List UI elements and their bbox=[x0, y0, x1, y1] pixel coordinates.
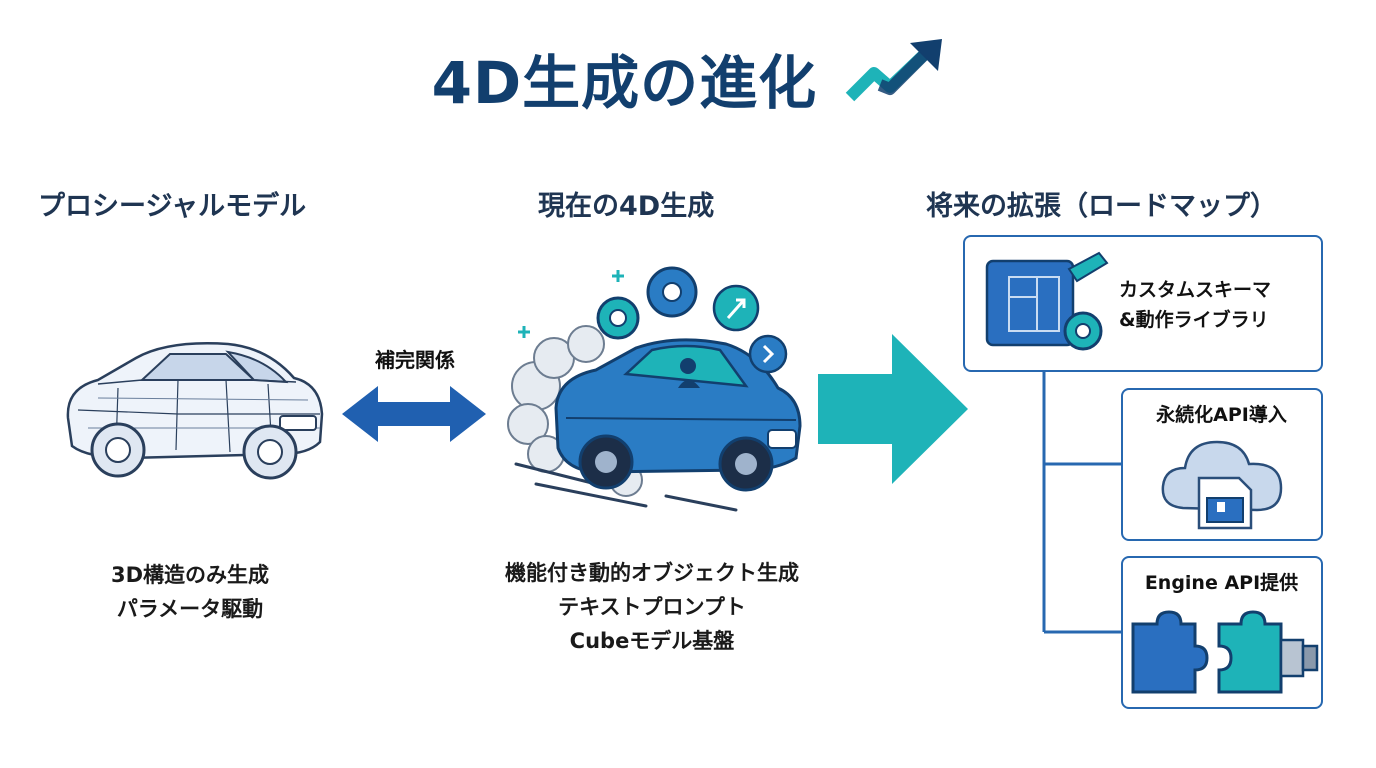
heading-procedural: プロシージャルモデル bbox=[38, 191, 307, 222]
title-text: 4D生成の進化 bbox=[431, 49, 818, 117]
page-title: 4D生成の進化 bbox=[0, 36, 1376, 120]
roadmap-item-1-line-2: &動作ライブラリ bbox=[1119, 309, 1269, 331]
double-arrow-icon bbox=[342, 386, 486, 442]
roadmap-item-2-label: 永続化API導入 bbox=[1156, 404, 1287, 426]
roadmap-item-1-label: カスタムスキーマ &動作ライブラリ bbox=[1119, 275, 1271, 335]
procedural-description: 3D構造のみ生成 パラメータ駆動 bbox=[60, 558, 320, 626]
roadmap-item-engine-api: Engine API提供 bbox=[1121, 556, 1323, 709]
roadmap-item-custom-schema: カスタムスキーマ &動作ライブラリ bbox=[963, 235, 1323, 372]
roadmap-connector bbox=[1042, 370, 1124, 634]
current-4d-description: 機能付き動的オブジェクト生成 テキストプロンプト Cubeモデル基盤 bbox=[446, 556, 858, 658]
wireframe-car-icon bbox=[66, 342, 324, 480]
procedural-line-1: 3D構造のみ生成 bbox=[110, 563, 270, 587]
current-line-3: Cubeモデル基盤 bbox=[569, 629, 735, 653]
trend-up-arrow-icon bbox=[846, 39, 943, 102]
current-line-2: テキストプロンプト bbox=[558, 595, 746, 619]
heading-future-roadmap: 将来の拡張（ロードマップ） bbox=[926, 191, 1277, 222]
cloud-save-icon bbox=[1161, 440, 1283, 530]
progression-arrow-icon bbox=[818, 334, 968, 484]
puzzle-plug-icon bbox=[1131, 610, 1319, 694]
roadmap-item-3-label: Engine API提供 bbox=[1144, 572, 1299, 594]
relation-label: 補完関係 bbox=[375, 348, 455, 372]
procedural-line-2: パラメータ駆動 bbox=[116, 597, 264, 621]
gear-icon bbox=[596, 266, 698, 340]
blueprint-gear-icon bbox=[985, 251, 1109, 351]
heading-current-4d: 現在の4D生成 bbox=[538, 191, 715, 222]
roadmap-item-persistence-api: 永続化API導入 bbox=[1121, 388, 1323, 541]
roadmap-item-1-line-1: カスタムスキーマ bbox=[1119, 279, 1272, 301]
current-line-1: 機能付き動的オブジェクト生成 bbox=[505, 561, 799, 585]
dynamic-car-icon bbox=[507, 266, 802, 512]
